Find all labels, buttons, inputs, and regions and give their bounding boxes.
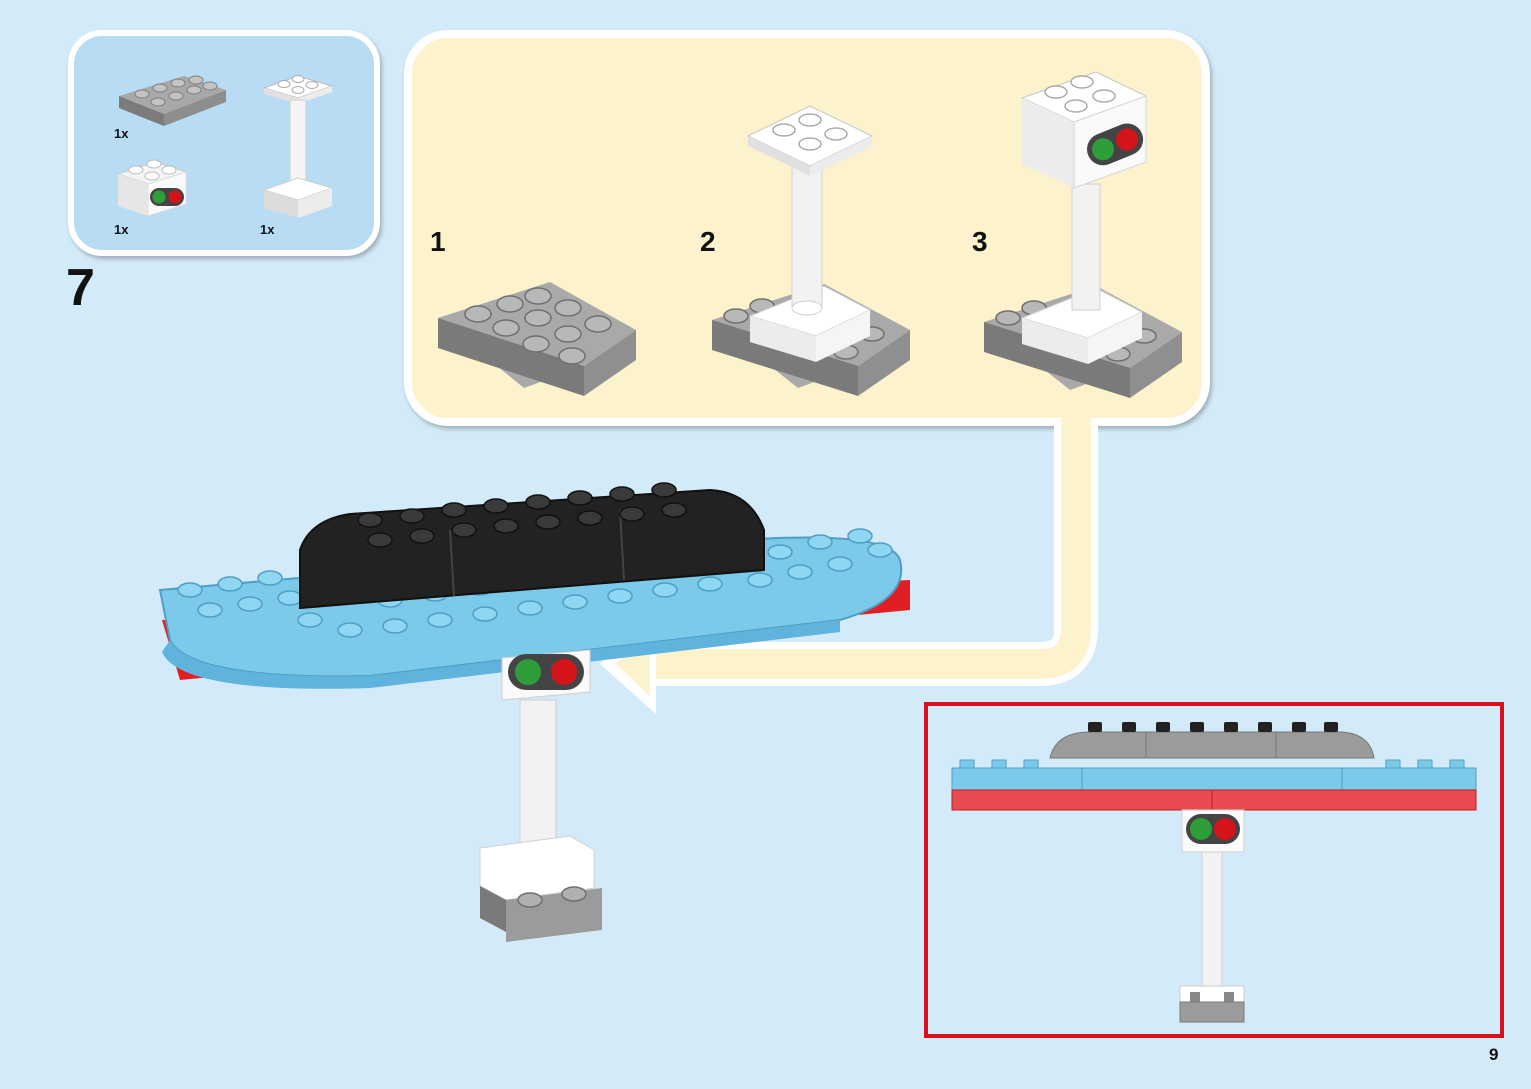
post-on-plate-illustration — [712, 105, 910, 396]
main-model-illustration — [158, 482, 910, 942]
part-quantity: 1x — [114, 126, 129, 141]
sub-step-number: 3 — [972, 226, 988, 257]
part-quantity: 1x — [114, 222, 129, 237]
traffic-light-on-post-illustration — [984, 71, 1182, 398]
front-view-frame — [924, 702, 1504, 1038]
part-quantity: 1x — [260, 222, 275, 237]
sub-step-number: 1 — [430, 226, 446, 257]
front-view-illustration — [951, 722, 1477, 1023]
gray-plate-illustration — [438, 282, 636, 396]
sub-step-number: 2 — [700, 226, 716, 257]
gray-2x4-plate-icon — [119, 75, 226, 126]
sub-assembly-box: 1 2 3 — [404, 30, 1210, 426]
step-number: 7 — [66, 259, 95, 317]
white-post-icon — [262, 75, 334, 218]
parts-list-box: 1x 1x 1x — [68, 30, 380, 256]
traffic-light-brick-icon — [116, 159, 188, 217]
page-number: 9 — [1489, 1045, 1499, 1064]
